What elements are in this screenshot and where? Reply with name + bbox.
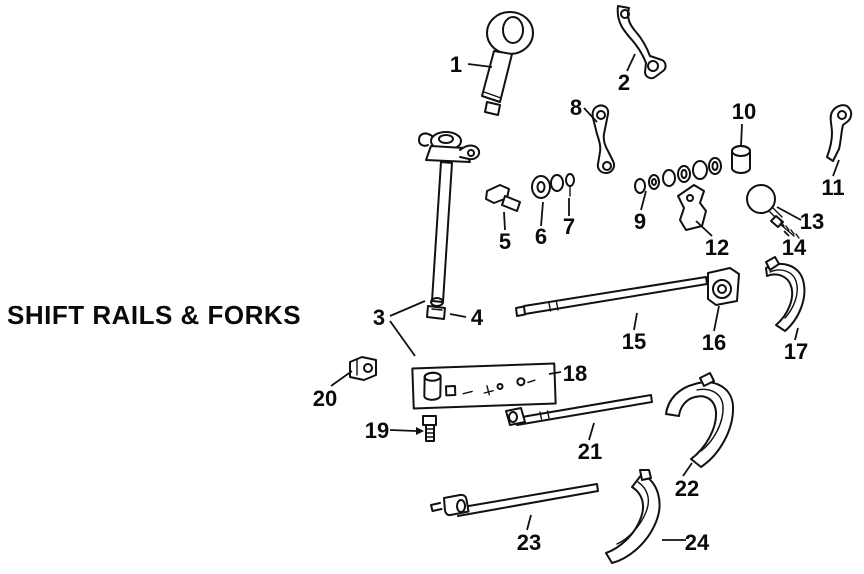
part-12-detent [678,185,706,230]
callout-16: 16 [702,330,726,355]
part-23-shift-rail [431,484,598,516]
callout-5: 5 [499,229,511,254]
part-6-washers [532,175,563,198]
part-2-bent-lever [618,6,666,78]
callout-17: 17 [784,339,808,364]
part-19-bolt [423,416,436,441]
part-1-lever-link [482,12,533,115]
callout-4: 4 [471,305,484,330]
callout-18: 18 [563,361,587,386]
part-4-nut [427,306,445,319]
callout-9: 9 [634,209,646,234]
callout-20: 20 [313,386,337,411]
callout-21: 21 [578,439,602,464]
part-18-hardware-box [412,364,555,409]
callout-14: 14 [782,235,807,260]
callout-19: 19 [365,418,389,443]
callout-7: 7 [563,214,575,239]
part-8-lever [593,105,614,173]
callout-6: 6 [535,224,547,249]
part-11-bracket [827,105,851,161]
leader-lines [331,54,839,540]
callout-3: 3 [373,305,385,330]
callout-labels: 1 2 3 4 5 6 7 8 9 10 11 12 13 14 15 16 1… [313,52,845,555]
part-9-washer-set [635,158,721,193]
callout-2: 2 [618,70,630,95]
part-21-shift-rail [506,395,652,425]
callout-12: 12 [705,235,729,260]
part-22-shift-fork [666,373,733,467]
callout-8: 8 [570,95,582,120]
part-14-screw [771,216,799,238]
callout-1: 1 [450,52,462,77]
part-5-bolt [486,185,520,211]
part-7-spacer [566,174,574,196]
callout-22: 22 [675,476,699,501]
callout-11: 11 [821,175,844,200]
part-17-shift-fork [766,257,804,331]
callout-13: 13 [800,209,824,234]
part-10-pin [732,146,750,173]
part-16-guide-block [708,268,739,305]
diagram-title: SHIFT RAILS & FORKS [7,300,302,330]
callout-10: 10 [732,99,756,124]
callout-15: 15 [622,329,646,354]
part-24-shift-fork [606,470,660,563]
part-13-knob [747,185,782,220]
part-3-shift-shaft [419,132,479,306]
callout-23: 23 [517,530,541,555]
part-20-clip [350,357,376,380]
callout-24: 24 [685,530,710,555]
part-15-shift-rail [516,277,707,316]
